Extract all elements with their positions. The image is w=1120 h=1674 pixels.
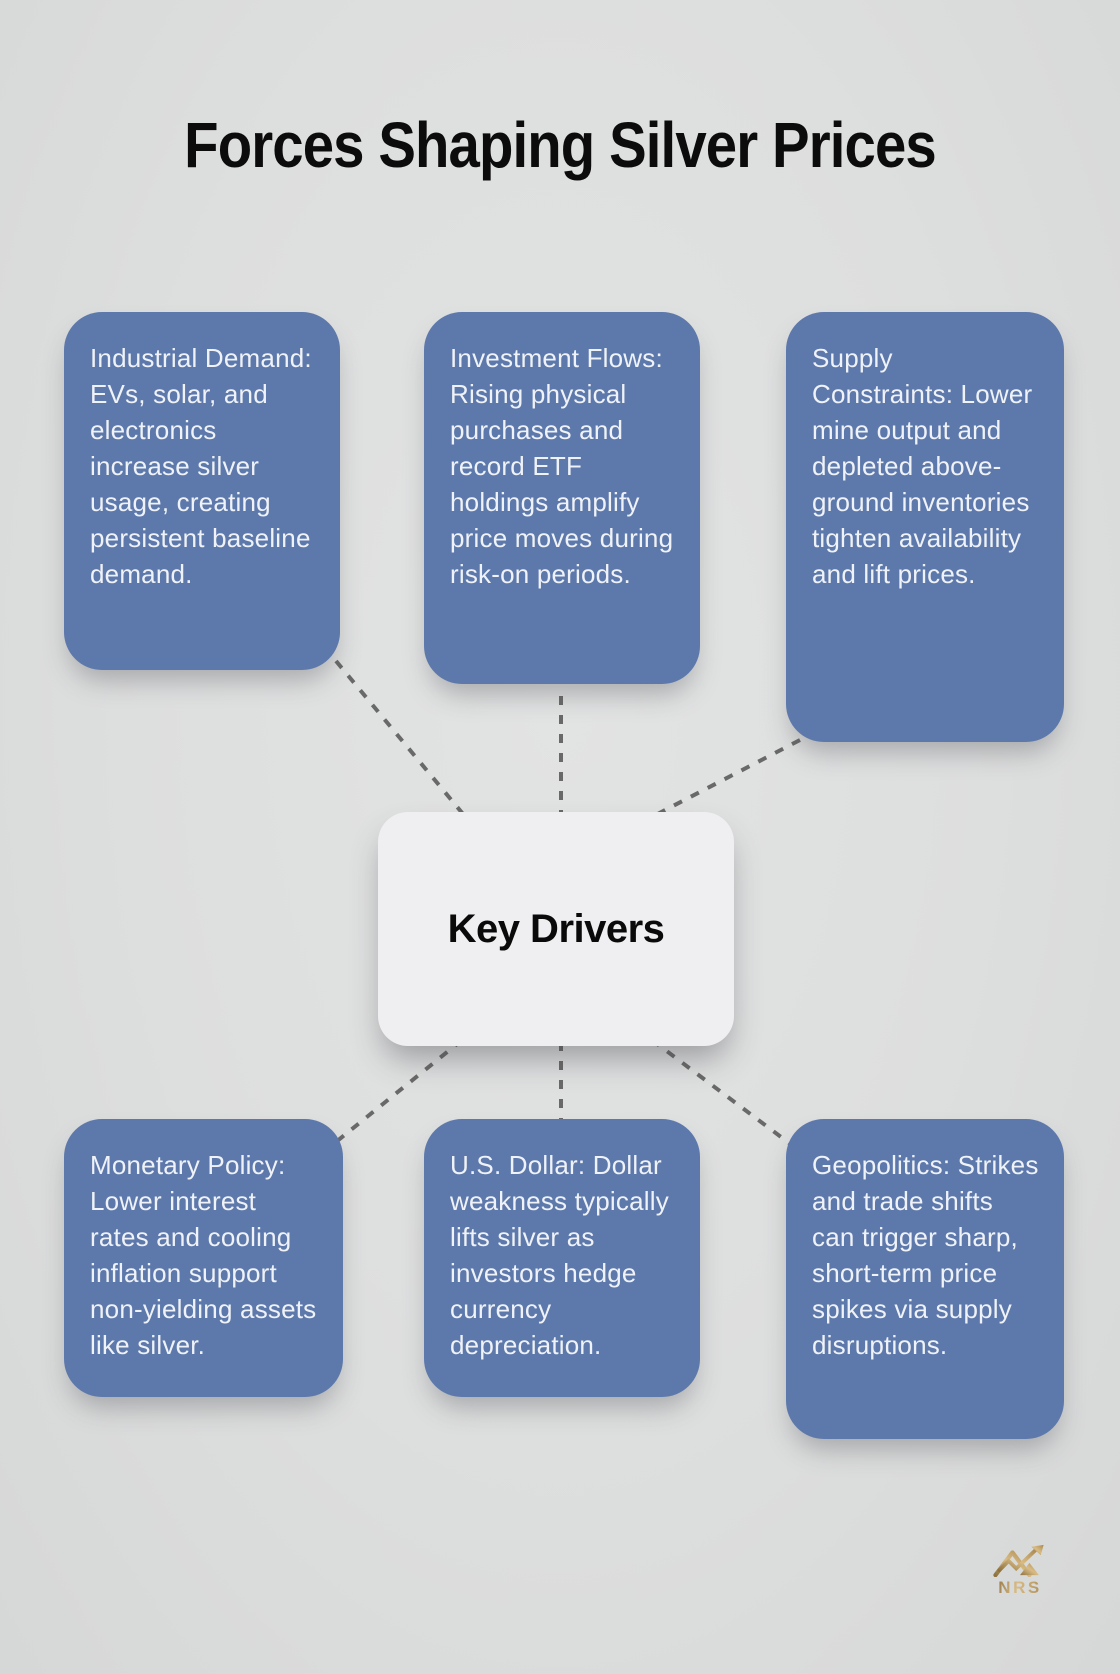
mountain-arrow-icon xyxy=(993,1544,1044,1577)
center-node: Key Drivers xyxy=(378,812,734,1046)
nrs-logo: NRS xyxy=(988,1543,1052,1598)
connector-monetary-policy xyxy=(329,1038,464,1148)
connector-supply-constraints xyxy=(645,738,801,822)
node-geopolitics-text: Geopolitics: Strikes and trade shifts ca… xyxy=(812,1150,1039,1360)
center-node-label: Key Drivers xyxy=(447,906,665,951)
node-industrial-demand-text: Industrial Demand: EVs, solar, and elect… xyxy=(90,343,312,589)
node-geopolitics: Geopolitics: Strikes and trade shifts ca… xyxy=(786,1119,1064,1439)
node-us-dollar-text: U.S. Dollar: Dollar weakness typically l… xyxy=(450,1150,669,1360)
node-us-dollar: U.S. Dollar: Dollar weakness typically l… xyxy=(424,1119,700,1397)
node-monetary-policy-text: Monetary Policy: Lower interest rates an… xyxy=(90,1150,317,1360)
node-industrial-demand: Industrial Demand: EVs, solar, and elect… xyxy=(64,312,340,670)
connector-industrial-demand xyxy=(334,659,470,822)
page-title: Forces Shaping Silver Prices xyxy=(184,109,937,181)
node-monetary-policy: Monetary Policy: Lower interest rates an… xyxy=(64,1119,343,1397)
nrs-logo-text: NRS xyxy=(988,1578,1052,1598)
node-supply-constraints-text: Supply Constraints: Lower mine output an… xyxy=(812,343,1033,589)
node-investment-flows-text: Investment Flows: Rising physical purcha… xyxy=(450,343,674,589)
node-investment-flows: Investment Flows: Rising physical purcha… xyxy=(424,312,700,684)
node-supply-constraints: Supply Constraints: Lower mine output an… xyxy=(786,312,1064,742)
